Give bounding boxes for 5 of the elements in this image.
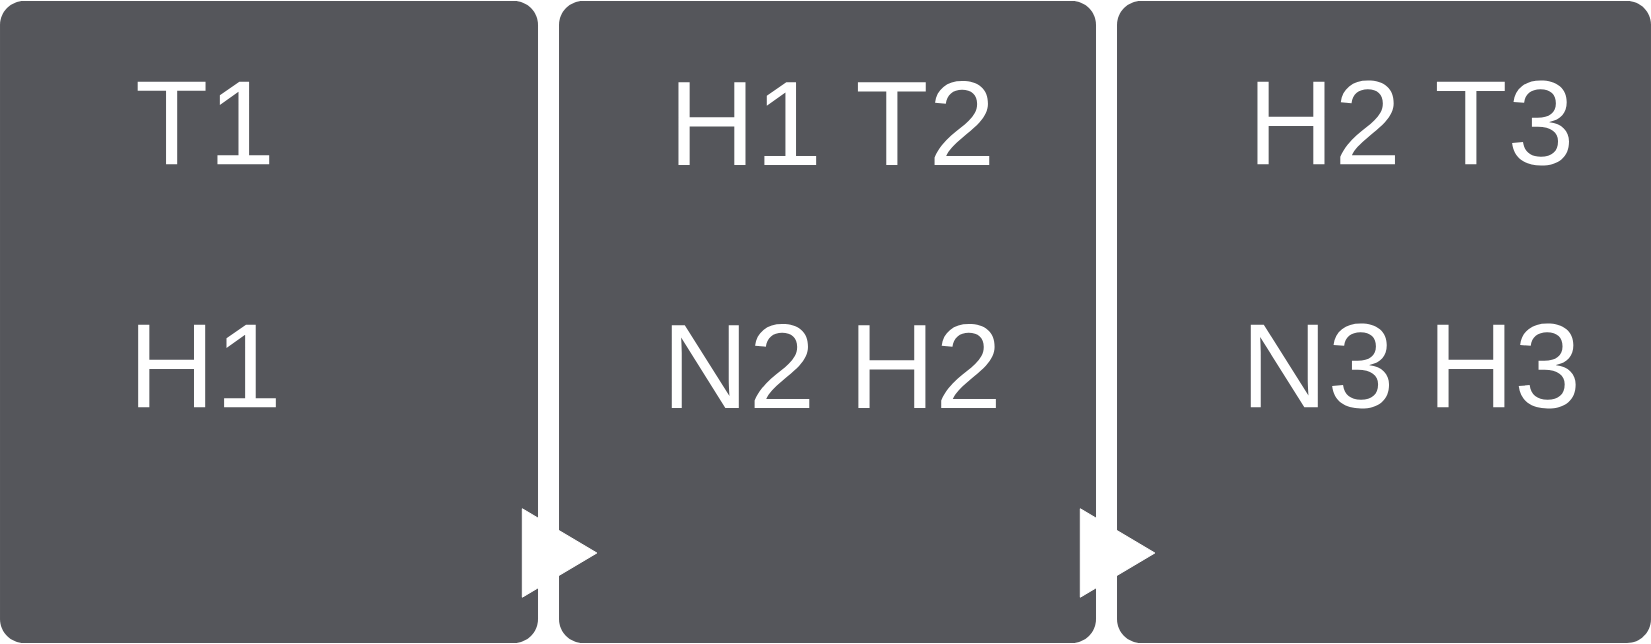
process-box: T1 H1 — [0, 1, 538, 643]
arrow — [521, 508, 598, 598]
process-box: H2 T3 N3 H3 — [1117, 1, 1651, 643]
arrow — [1079, 508, 1156, 598]
process-box: H1 T2 N2 H2 — [559, 1, 1096, 643]
